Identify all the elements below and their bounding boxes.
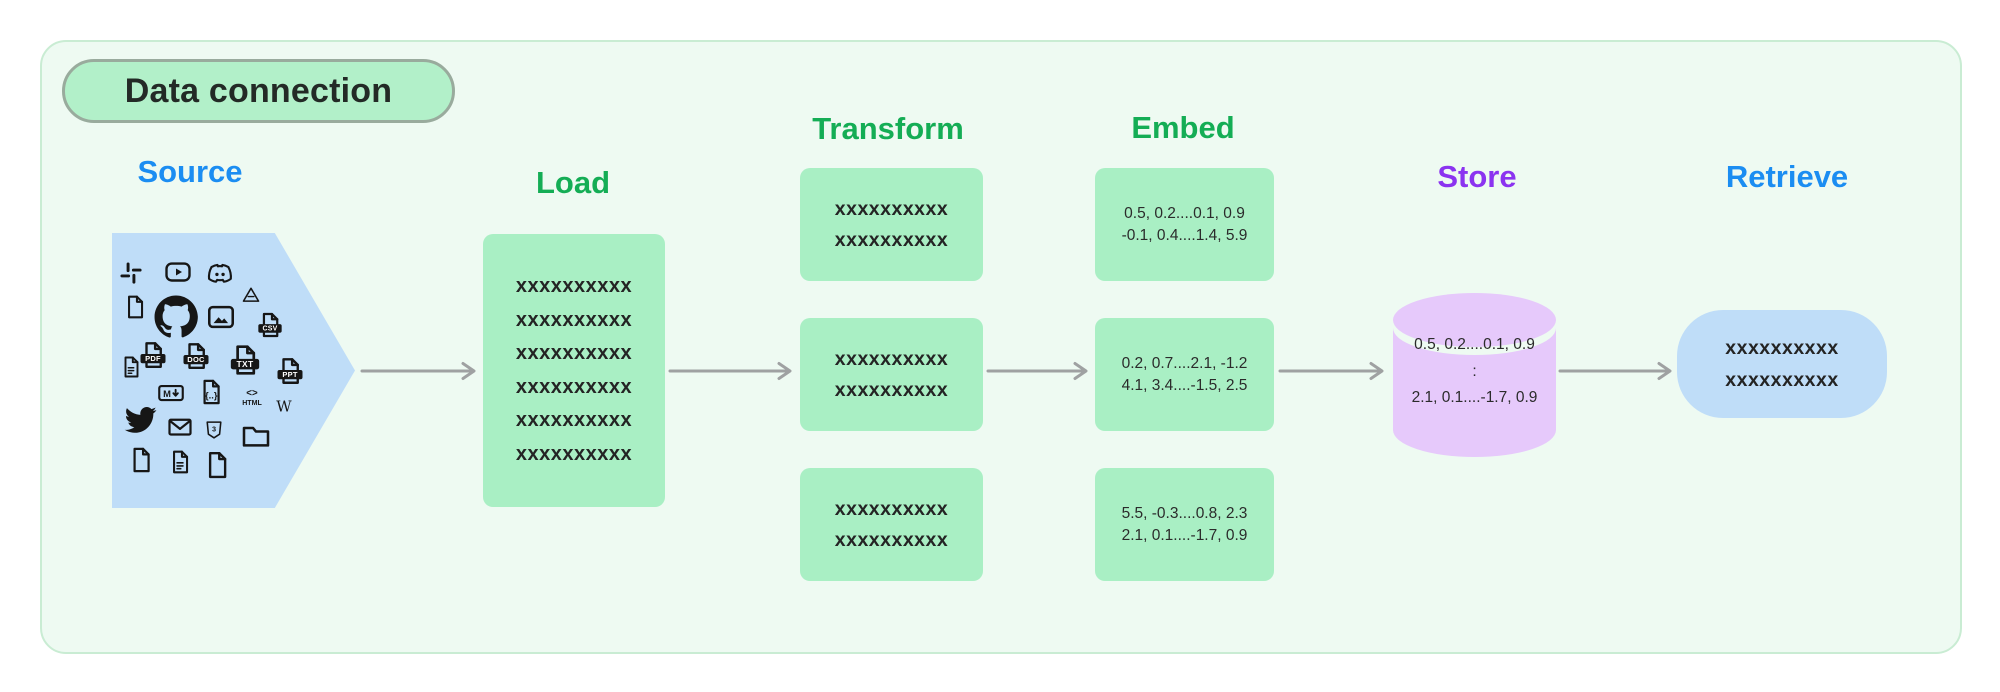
load-row: xxxxxxxxxx [515, 275, 633, 297]
store-line: : [1472, 362, 1477, 380]
svg-text:HTML: HTML [242, 400, 262, 407]
source-label: Source [137, 154, 243, 189]
html-icon: <>HTML [239, 384, 265, 410]
flow-arrow-store-retrieve [1558, 362, 1672, 380]
load-row: xxxxxxxxxx [515, 308, 633, 331]
embed-box-3: 5.5, -0.3....0.8, 2.3 2.1, 0.1....-1.7, … [1095, 468, 1274, 581]
transform-box-3: xxxxxxxxxx xxxxxxxxxx [800, 468, 983, 581]
email-icon [166, 413, 194, 441]
flow-arrow-embed-store [1278, 362, 1384, 380]
transform-line: xxxxxxxxxx [834, 378, 949, 401]
csv-file-icon: CSV [256, 311, 284, 339]
load-label: Load [535, 165, 611, 200]
embed-label: Embed [1131, 110, 1235, 145]
youtube-icon [163, 257, 193, 287]
load-box: xxxxxxxxxx xxxxxxxxxx xxxxxxxxxx xxxxxxx… [483, 234, 665, 507]
retrieve-label: Retrieve [1725, 159, 1849, 194]
file-text-icon [119, 355, 143, 379]
embed-box-2: 0.2, 0.7....2.1, -1.2 4.1, 3.4....-1.5, … [1095, 318, 1274, 431]
load-row: xxxxxxxxxx [515, 375, 633, 398]
load-row: xxxxxxxxxx [515, 409, 633, 431]
svg-text:PDF: PDF [145, 354, 161, 363]
github-icon [153, 294, 199, 340]
txt-file-icon: TXT [228, 343, 262, 377]
file-text-icon [167, 449, 193, 475]
transform-line: xxxxxxxxxx [834, 347, 949, 370]
transform-label: Transform [812, 111, 964, 146]
transform-line: xxxxxxxxxx [834, 197, 949, 220]
file-icon [122, 294, 148, 320]
store-line: 2.1, 0.1....-1.7, 0.9 [1411, 389, 1538, 407]
diagram-frame: Data connection Source Load Transform Em… [40, 40, 1962, 654]
svg-text:<>: <> [246, 388, 258, 399]
ppt-file-icon: PPT [275, 356, 305, 386]
load-row: xxxxxxxxxx [515, 442, 633, 465]
transform-line: xxxxxxxxxx [834, 228, 949, 251]
file-icon [202, 450, 232, 480]
doc-file-icon: DOC [181, 341, 211, 371]
svg-text:3: 3 [212, 425, 216, 434]
svg-text:W: W [276, 397, 292, 415]
svg-text:CSV: CSV [262, 326, 277, 333]
image-icon [205, 301, 237, 333]
flow-arrow-transform-embed [986, 362, 1088, 380]
transform-line: xxxxxxxxxx [834, 528, 949, 551]
transform-box-2: xxxxxxxxxx xxxxxxxxxx [800, 318, 983, 431]
title-badge: Data connection [62, 59, 455, 123]
embed-line: 5.5, -0.3....0.8, 2.3 [1121, 505, 1248, 522]
svg-text:TXT: TXT [237, 359, 254, 369]
diagram-title: Data connection [124, 71, 393, 110]
discord-icon [204, 258, 236, 290]
embed-line: 4.1, 3.4....-1.5, 2.5 [1121, 376, 1248, 394]
embed-line: -0.1, 0.4....1.4, 5.9 [1121, 226, 1248, 244]
slack-icon [118, 260, 144, 286]
store-line: 0.5, 0.2....0.1, 0.9 [1414, 336, 1535, 354]
markdown-icon: M [156, 378, 186, 408]
svg-text:M: M [163, 389, 171, 399]
load-row: xxxxxxxxxx [515, 342, 633, 364]
flow-arrow-source-load [360, 362, 476, 380]
transform-box-1: xxxxxxxxxx xxxxxxxxxx [800, 168, 983, 281]
svg-text:DOC: DOC [187, 355, 205, 364]
flow-arrow-load-transform [668, 362, 792, 380]
embed-line: 0.5, 0.2....0.1, 0.9 [1124, 205, 1245, 222]
database-icon [1393, 293, 1556, 457]
embed-line: 2.1, 0.1....-1.7, 0.9 [1121, 526, 1248, 544]
file-icon [127, 446, 155, 474]
svg-text:PPT: PPT [282, 370, 298, 379]
retrieve-line: xxxxxxxxxx [1725, 369, 1839, 391]
retrieve-box: xxxxxxxxxx xxxxxxxxxx [1677, 310, 1887, 418]
svg-text:{..}: {..} [205, 391, 218, 401]
folder-icon [240, 420, 272, 452]
wikipedia-icon: W [274, 396, 294, 416]
embed-box-1: 0.5, 0.2....0.1, 0.9 -0.1, 0.4....1.4, 5… [1095, 168, 1274, 281]
embed-line: 0.2, 0.7....2.1, -1.2 [1121, 355, 1248, 372]
store-cylinder: 0.5, 0.2....0.1, 0.9 : 2.1, 0.1....-1.7,… [1392, 292, 1557, 458]
pdf-file-icon: PDF [138, 340, 168, 370]
store-label: Store [1437, 159, 1517, 194]
source-shape: CSV PDF DOC TXT PPT M {..} <>HTML W 3 [112, 233, 355, 508]
google-drive-icon [240, 285, 262, 307]
css3-icon: 3 [203, 419, 225, 441]
twitter-icon [123, 403, 157, 437]
json-file-icon: {..} [197, 378, 225, 406]
transform-line: xxxxxxxxxx [834, 497, 949, 520]
retrieve-line: xxxxxxxxxx [1725, 337, 1839, 359]
